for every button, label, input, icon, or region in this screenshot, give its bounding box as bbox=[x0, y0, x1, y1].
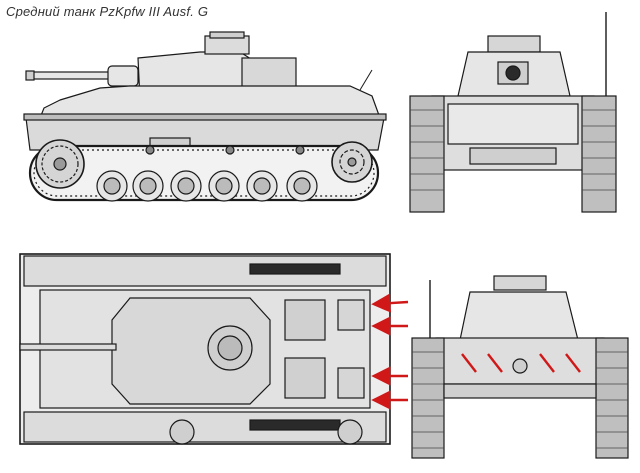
front-view bbox=[409, 12, 617, 213]
tool-rack-upper bbox=[249, 263, 341, 275]
rear-track-right bbox=[595, 337, 629, 459]
commander-cupola bbox=[204, 35, 250, 55]
engine-hatch-1 bbox=[284, 299, 326, 341]
rear-view-arrows bbox=[461, 353, 581, 373]
top-view-arrows bbox=[371, 293, 409, 410]
top-gun-barrel bbox=[19, 343, 117, 351]
grille-2 bbox=[337, 367, 365, 399]
top-view bbox=[19, 253, 391, 445]
turret-top bbox=[111, 297, 271, 405]
side-view bbox=[23, 31, 387, 202]
gun-mantlet bbox=[107, 65, 139, 87]
road-wheels bbox=[96, 170, 318, 202]
rear-view bbox=[411, 275, 629, 459]
front-track-right bbox=[581, 95, 617, 213]
arrow-1 bbox=[371, 293, 409, 313]
engine-hatch-2 bbox=[284, 357, 326, 399]
rear-arrow-4 bbox=[565, 353, 581, 373]
rear-arrow-1 bbox=[461, 353, 477, 373]
rear-turret bbox=[459, 291, 579, 341]
hull-superstructure bbox=[39, 85, 381, 119]
gun-barrel bbox=[29, 71, 111, 80]
rear-arrow-3 bbox=[539, 353, 555, 373]
fender bbox=[23, 113, 387, 121]
tool-rack-lower bbox=[249, 419, 341, 431]
grille-1 bbox=[337, 299, 365, 331]
front-cupola bbox=[487, 35, 541, 53]
drawing-title: Средний танк PzKpfw III Ausf. G bbox=[6, 4, 209, 19]
rear-cupola bbox=[493, 275, 547, 291]
rear-track-left bbox=[411, 337, 445, 459]
rear-arrow-2 bbox=[487, 353, 503, 373]
front-track-left bbox=[409, 95, 445, 213]
